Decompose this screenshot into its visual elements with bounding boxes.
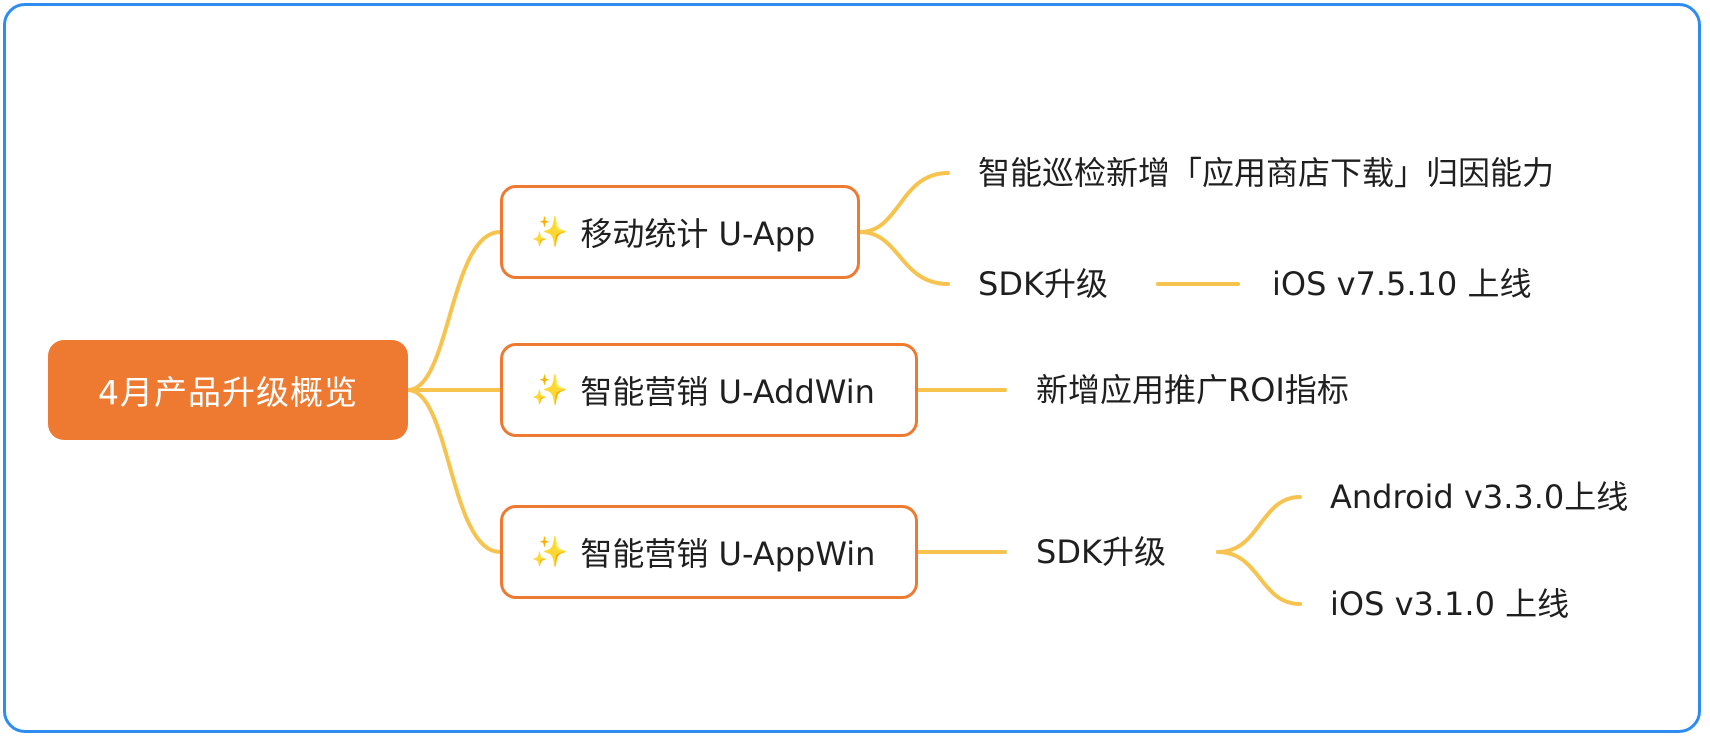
branch-node-u-appwin: ✨ 智能营销 U-AppWin <box>500 505 918 599</box>
connector-branch1-leaf1 <box>858 171 950 234</box>
leaf-sdk-upgrade-u-app: SDK升级 <box>978 265 1108 303</box>
leaf-ios-v3-1-0: iOS v3.1.0 上线 <box>1330 585 1570 623</box>
leaf-ios-v7-5-10: iOS v7.5.10 上线 <box>1272 265 1532 303</box>
leaf-roi-metric: 新增应用推广ROI指标 <box>1036 371 1349 409</box>
connector-root-branch-3 <box>406 388 502 554</box>
leaf-attribution: 智能巡检新增「应用商店下载」归因能力 <box>978 154 1555 192</box>
root-node: 4月产品升级概览 <box>48 340 408 440</box>
connector-root-branch-1 <box>406 230 502 392</box>
branch-label: 移动统计 U-App <box>580 215 816 253</box>
connector-sdk3-ios <box>1216 550 1302 606</box>
branch-label: 智能营销 U-AddWin <box>580 373 875 411</box>
sparkles-icon: ✨ <box>531 214 569 250</box>
leaf-android-v3-3-0: Android v3.3.0上线 <box>1330 478 1629 516</box>
branch-node-u-app: ✨ 移动统计 U-App <box>500 185 860 279</box>
branch-label: 智能营销 U-AppWin <box>580 535 876 573</box>
leaf-sdk-upgrade-u-appwin: SDK升级 <box>1036 533 1166 571</box>
connector-sdk3-android <box>1216 495 1302 554</box>
sparkles-icon: ✨ <box>531 372 569 408</box>
connector-branch1-leaf2 <box>858 230 950 286</box>
branch-node-u-addwin: ✨ 智能营销 U-AddWin <box>500 343 918 437</box>
root-label: 4月产品升级概览 <box>98 373 358 412</box>
sparkles-icon: ✨ <box>531 534 569 570</box>
